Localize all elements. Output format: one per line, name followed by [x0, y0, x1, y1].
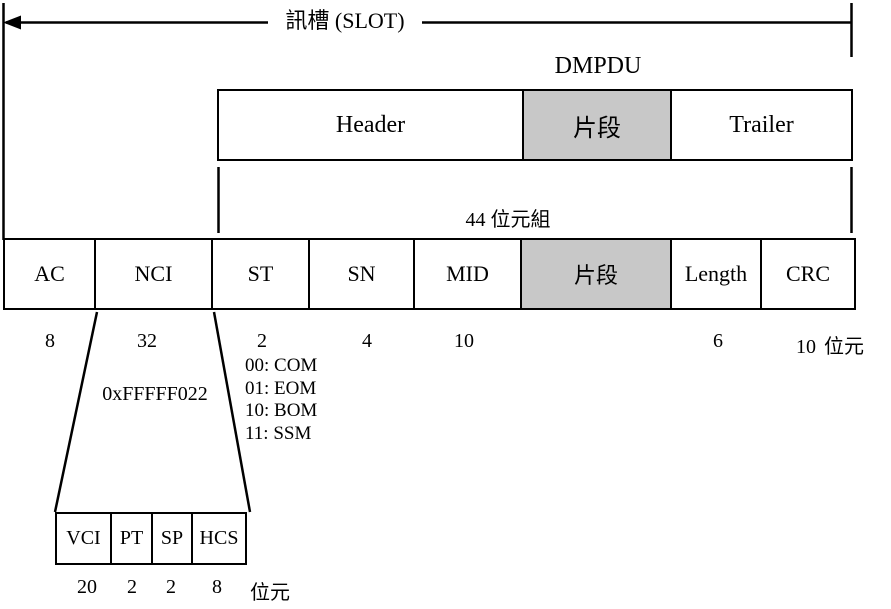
field-crc: CRC	[785, 261, 831, 286]
field-hcs: HCS	[199, 527, 239, 549]
field-vci: VCI	[57, 514, 112, 563]
bits-crc-with-unit: 10 位元	[770, 330, 890, 359]
bits-length: 6	[713, 330, 723, 352]
nci-hex-value: 0xFFFFF022	[102, 383, 208, 405]
bits-pt: 2	[127, 576, 137, 598]
slot-field-row: AC NCI ST SN MID 片段 Length CRC	[3, 238, 856, 310]
nci-bits-unit-label: 位元	[250, 582, 290, 604]
nci-expand-left-line	[53, 311, 99, 513]
field-sp: SP	[153, 514, 193, 563]
bits-hcs: 8	[212, 576, 222, 598]
field-pt: PT	[112, 514, 153, 563]
field-length: Length	[672, 240, 762, 308]
left-arrowhead-icon	[3, 15, 21, 30]
dmpdu-box: Header 片段 Trailer	[217, 89, 853, 161]
bits-crc: 10	[796, 336, 816, 358]
bits-nci: 32	[137, 330, 157, 352]
bits-vci: 20	[77, 576, 97, 598]
field-ac: AC	[5, 240, 96, 308]
st-code-legend: 00: COM 01: EOM 10: BOM 11: SSM	[245, 355, 317, 445]
dmpdu-segment-cell: 片段	[524, 91, 672, 159]
dmpdu-size-label: 44 位元組	[465, 209, 551, 231]
field-mid: MID	[415, 240, 522, 308]
bits-mid: 10	[454, 330, 474, 352]
slot-title: 訊槽 (SLOT)	[268, 5, 422, 37]
bits-st: 2	[257, 330, 267, 352]
st-code-eom: 01: EOM	[245, 377, 317, 399]
dmpdu-title: DMPDU	[554, 53, 642, 79]
bits-sp: 2	[166, 576, 176, 598]
dmpdu-trailer-cell: Trailer	[729, 111, 794, 138]
field-st: ST	[213, 240, 310, 308]
nci-detail-box: VCI PT SP HCS	[55, 512, 247, 565]
dmpdu-header-cell: Header	[219, 91, 524, 159]
nci-expand-right-line	[212, 311, 252, 513]
st-code-bom: 10: BOM	[245, 400, 318, 421]
bits-ac: 8	[45, 330, 55, 352]
bits-unit-label: 位元	[824, 336, 864, 358]
st-code-ssm: 11: SSM	[245, 422, 312, 444]
st-code-com: 00: COM	[245, 355, 318, 376]
field-nci: NCI	[96, 240, 213, 308]
field-sn: SN	[310, 240, 415, 308]
field-segment: 片段	[522, 240, 672, 308]
bits-sn: 4	[362, 330, 372, 352]
